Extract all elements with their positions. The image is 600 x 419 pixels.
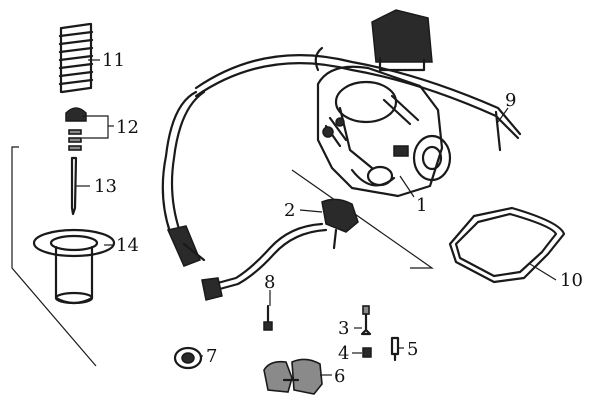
part-8-screw: [263, 304, 273, 331]
callout-13: 13: [94, 176, 117, 197]
part-4-small-jet: [362, 347, 372, 358]
part-9-cable: [161, 53, 522, 267]
part-6-float: [263, 358, 323, 395]
callout-labels: 11 12 13 14 1 2 9 10 8 3 4 5 6 7: [94, 50, 583, 387]
part-2-sensor: [201, 198, 359, 301]
part-13-needle: [70, 156, 78, 216]
part-5-screw: [390, 336, 400, 362]
callout-6: 6: [334, 366, 345, 387]
callout-7: 7: [206, 346, 217, 367]
part-14-diaphragm-slide: [32, 228, 116, 305]
part-7-plug: [173, 346, 203, 370]
callout-11: 11: [102, 50, 125, 71]
callout-5: 5: [407, 339, 418, 360]
part-11-spring: [58, 22, 94, 94]
leader-lines: [76, 59, 557, 376]
part-10-gasket: [448, 206, 566, 284]
callout-4: 4: [338, 343, 349, 364]
callout-12: 12: [116, 117, 139, 138]
callout-8: 8: [264, 272, 275, 293]
callout-9: 9: [505, 90, 516, 111]
callout-14: 14: [116, 235, 139, 256]
part-1-carburetor: [314, 9, 452, 198]
part-12-seat: [65, 107, 87, 151]
callout-2: 2: [284, 200, 295, 221]
callout-1: 1: [416, 195, 427, 216]
callout-10: 10: [560, 270, 583, 291]
callout-3: 3: [338, 318, 349, 339]
part-3-jet: [360, 305, 372, 336]
